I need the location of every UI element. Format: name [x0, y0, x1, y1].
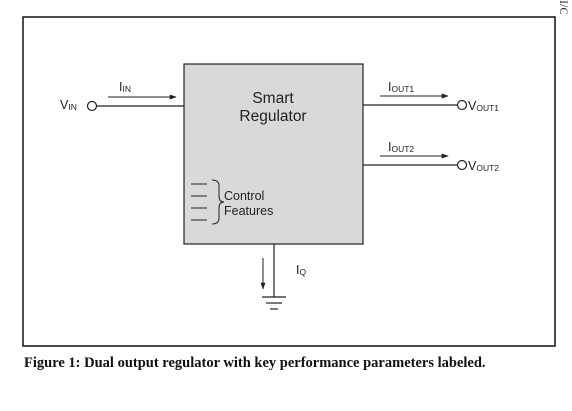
- control-pins: [191, 183, 207, 221]
- vout1-terminal: [456, 99, 468, 111]
- vout2-label: VOUT2: [468, 159, 499, 173]
- control-label-line2: Features: [224, 204, 273, 218]
- vout1-label: VOUT1: [468, 99, 499, 113]
- iq-label: IQ: [296, 263, 306, 277]
- regulator-block: [183, 63, 364, 245]
- block-title-line1: Smart: [252, 90, 294, 107]
- block-title-line2: Regulator: [239, 108, 306, 125]
- control-brace: [211, 179, 225, 225]
- vin-terminal: [86, 100, 98, 112]
- iout2-label: IOUT2: [388, 140, 414, 154]
- figure-frame: [22, 16, 556, 347]
- vout2-terminal: [456, 159, 468, 171]
- iin-label: IIN: [119, 80, 131, 94]
- iout1-label: IOUT1: [388, 80, 414, 94]
- edge-text: I/O: [557, 0, 571, 14]
- control-label-line1: Control: [224, 189, 264, 203]
- ground-icon: [262, 296, 286, 310]
- figure-caption: Figure 1: Dual output regulator with key…: [24, 355, 486, 371]
- vin-label: VIN: [60, 98, 77, 112]
